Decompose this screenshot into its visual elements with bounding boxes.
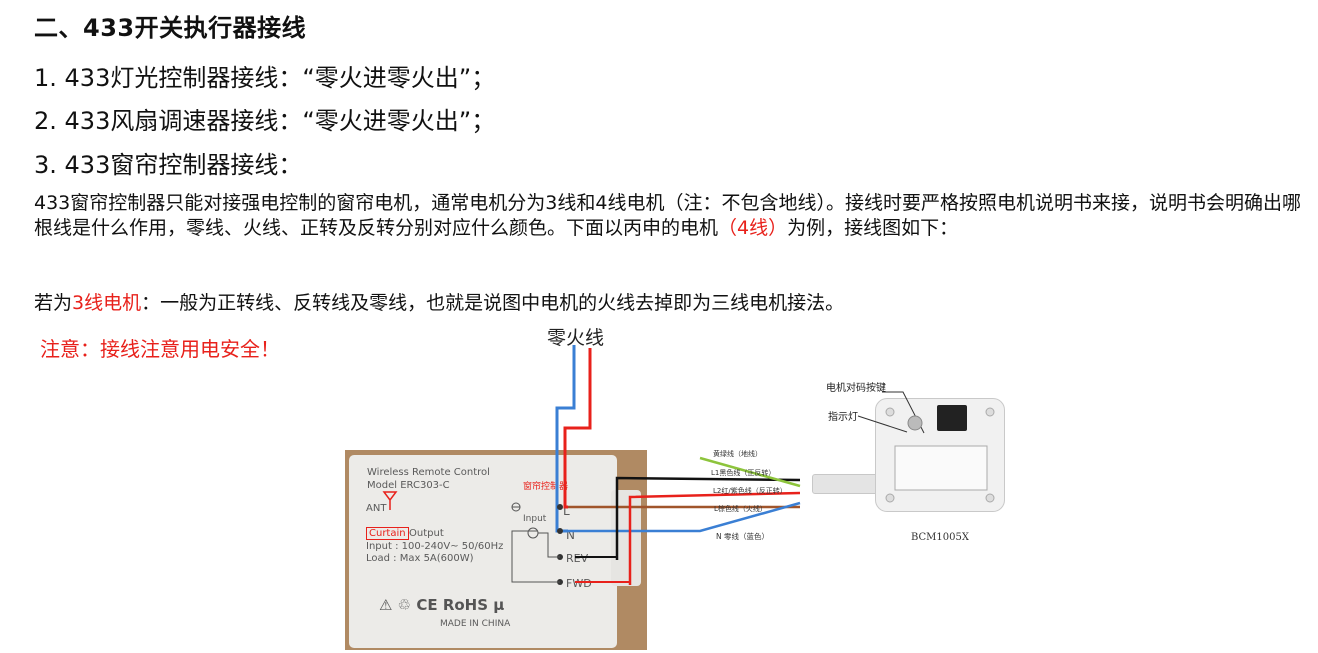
terminal-fwd-label: FWD bbox=[566, 577, 592, 590]
motor-screw-bl bbox=[885, 493, 895, 503]
wire-label-neutral: N 零线（蓝色） bbox=[716, 532, 769, 541]
motor-model-label: BCM1005X bbox=[911, 532, 969, 543]
terminal-n-label: N bbox=[566, 528, 575, 542]
device-load-spec: Load : Max 5A(600W) bbox=[366, 553, 474, 564]
wire-title: 零火线 bbox=[547, 327, 605, 349]
three-wire-note: 若为3线电机：一般为正转线、反转线及零线，也就是说图中电机的火线去掉即为三线电机… bbox=[34, 288, 844, 315]
motor-label-plate bbox=[894, 445, 988, 491]
incoming-live-wire bbox=[563, 348, 592, 509]
motor-screw-br bbox=[985, 493, 995, 503]
input-node bbox=[511, 502, 521, 512]
safety-warning: 注意：接线注意用电安全！ bbox=[40, 337, 280, 361]
device-model: Model ERC303-C bbox=[367, 480, 450, 491]
motor-connector bbox=[937, 405, 967, 431]
paragraph-red-text: （4线） bbox=[718, 217, 788, 239]
controller-device bbox=[349, 455, 617, 648]
yellow-green-wire bbox=[699, 456, 801, 488]
paragraph-text: 433窗帘控制器只能对接强电控制的窗帘电机，通常电机分为3线和4线电机（注：不包… bbox=[34, 192, 1301, 239]
list-item-light-controller: 1. 433灯光控制器接线：“零火进零火出”； bbox=[34, 64, 496, 92]
indicator-callout bbox=[857, 415, 908, 433]
list-item-fan-controller: 2. 433风扇调速器接线：“零火进零火出”； bbox=[34, 107, 496, 135]
certification-marks: ⚠ ♲ CE RoHS μ bbox=[379, 596, 505, 614]
motor-button-icon bbox=[907, 415, 923, 431]
made-in-label: MADE IN CHINA bbox=[440, 619, 511, 629]
curtain-paragraph: 433窗帘控制器只能对接强电控制的窗帘电机，通常电机分为3线和4线电机（注：不包… bbox=[34, 191, 1304, 241]
antenna-icon bbox=[382, 491, 398, 510]
list-item-curtain-controller: 3. 433窗帘控制器接线： bbox=[34, 151, 303, 179]
paragraph-text-end: 为例，接线图如下： bbox=[787, 217, 959, 239]
device-ant-label: ANT bbox=[366, 503, 387, 514]
three-wire-red: 3线电机 bbox=[72, 292, 142, 314]
device-curtain-label: Curtain bbox=[366, 527, 409, 540]
wire-label-l1: L1黑色线（正反转） bbox=[711, 469, 776, 477]
red-wire bbox=[628, 491, 801, 585]
device-name: Wireless Remote Control bbox=[367, 467, 490, 478]
motor-pair-button-label: 电机对码按键 bbox=[826, 383, 886, 394]
terminal-l-label: L bbox=[563, 504, 570, 518]
wire-label-l2: L2红/紫色线（反正转） bbox=[713, 487, 787, 495]
terminal-n bbox=[557, 528, 563, 534]
three-wire-prefix: 若为 bbox=[34, 292, 73, 314]
three-wire-suffix: ：一般为正转线、反转线及零线，也就是说图中电机的火线去掉即为三线电机接法。 bbox=[141, 292, 845, 314]
blue-neutral-wire bbox=[568, 501, 801, 533]
page-heading: 二、433开关执行器接线 bbox=[34, 14, 307, 42]
device-input-spec: Input : 100-240V~ 50/60Hz bbox=[366, 541, 504, 552]
controller-label: 窗帘控制器 bbox=[523, 482, 569, 492]
internal-schematic-line-2 bbox=[511, 530, 560, 583]
wire-label-ground: 黄绿线（地线） bbox=[713, 450, 762, 458]
internal-schematic-line-3 bbox=[538, 532, 560, 558]
motor-screw-tr bbox=[985, 407, 995, 417]
motor-indicator-label: 指示灯 bbox=[828, 412, 858, 423]
motor-symbol bbox=[527, 527, 539, 539]
device-output-label: Output bbox=[409, 528, 444, 539]
terminal-l bbox=[557, 504, 563, 510]
black-wire bbox=[615, 476, 801, 560]
wire-label-live: L棕色线（火线） bbox=[714, 505, 767, 513]
terminal-rev-label: REV bbox=[566, 552, 589, 565]
motor-screw-tl bbox=[885, 407, 895, 417]
device-input-label: Input bbox=[523, 514, 547, 524]
